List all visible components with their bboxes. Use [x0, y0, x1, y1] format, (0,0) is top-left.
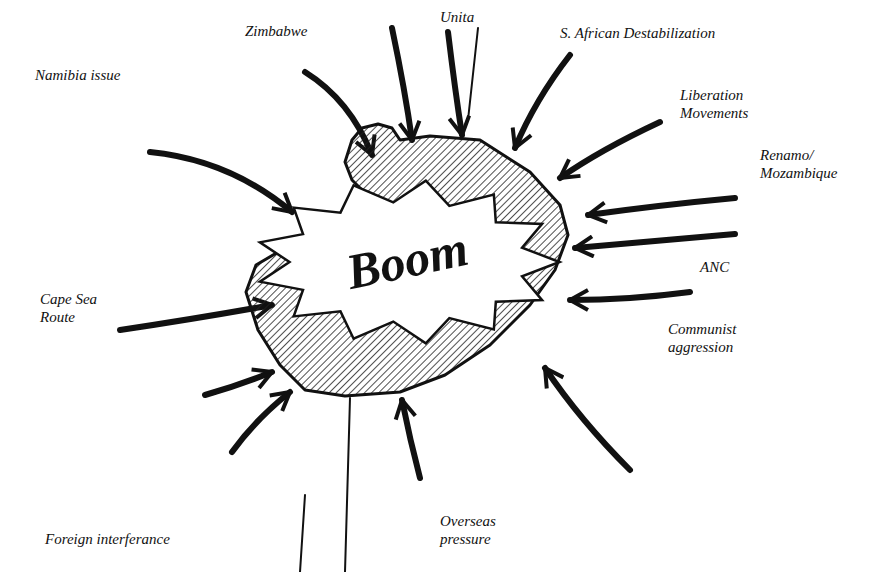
pressure-arrow: [205, 372, 272, 395]
annotation-label: Namibia issue: [35, 66, 165, 84]
annotation-label: Unita: [440, 8, 500, 26]
map-outline: [246, 124, 568, 396]
explosion-burst: [260, 181, 560, 344]
pen-line: [468, 28, 478, 120]
annotation-label: Zimbabwe: [245, 22, 345, 40]
annotation-label: Overseas pressure: [440, 512, 520, 548]
pressure-arrow: [575, 234, 735, 248]
annotation-label: Foreign interferance: [45, 530, 215, 548]
pressure-arrow: [448, 32, 462, 135]
pen-line: [300, 495, 305, 572]
annotation-label: Renamo/ Mozambique: [760, 146, 865, 182]
pressure-arrow: [560, 122, 660, 178]
pressure-arrow: [402, 400, 420, 478]
pressure-arrow: [392, 28, 412, 140]
pressure-arrow: [120, 305, 272, 330]
pen-line: [345, 398, 350, 572]
annotation-label: ANC: [700, 258, 750, 276]
pressure-arrow: [232, 392, 290, 452]
pressure-arrow: [150, 152, 292, 212]
pressure-arrow: [570, 292, 690, 300]
map-region: Boom: [240, 120, 575, 400]
pressure-arrow: [588, 198, 735, 215]
pressure-arrow: [545, 368, 630, 470]
annotation-label: Communist aggression: [668, 320, 768, 356]
annotation-label: Cape Sea Route: [40, 290, 115, 326]
pressure-arrow: [515, 55, 570, 148]
annotation-label: S. African Destabilization: [560, 24, 780, 42]
annotation-label: Liberation Movements: [680, 86, 770, 122]
